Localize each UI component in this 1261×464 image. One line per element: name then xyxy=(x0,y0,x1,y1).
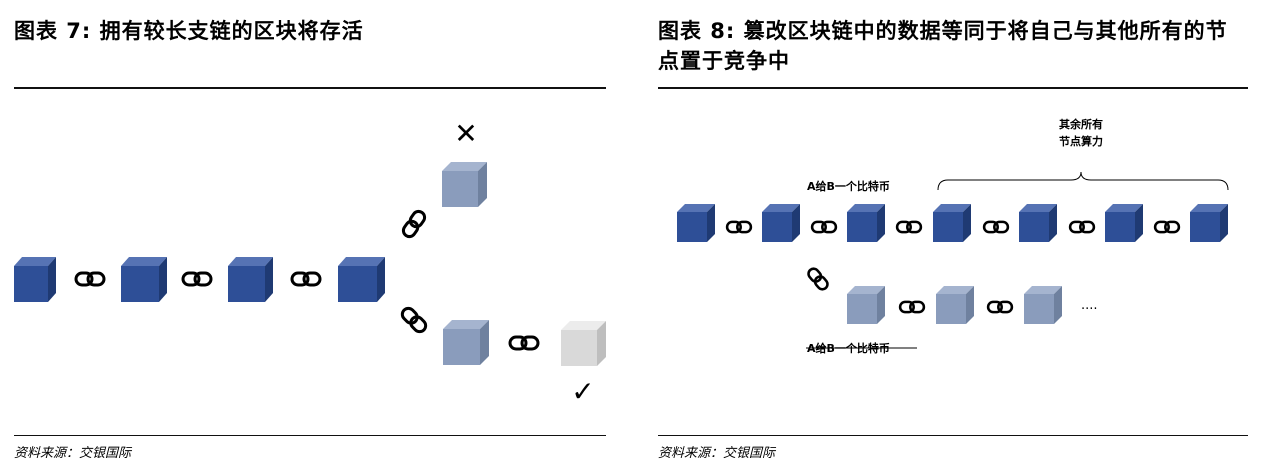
brace-label-line2: 节点算力 xyxy=(1059,134,1103,148)
main-block xyxy=(847,204,885,242)
figure-8-source: 资料来源：交银国际 xyxy=(658,446,776,461)
chain-link-icon xyxy=(725,220,753,234)
fork-block xyxy=(847,286,885,324)
main-block xyxy=(338,257,385,302)
main-block xyxy=(677,204,715,242)
brace-label-line1: 其余所有 xyxy=(1059,117,1103,131)
chain-link-icon xyxy=(810,220,838,234)
fork-block xyxy=(1024,286,1062,324)
candidate-block xyxy=(561,321,606,366)
fork-block xyxy=(936,286,974,324)
chain-link-icon xyxy=(898,300,926,314)
continuation-ellipsis: .... xyxy=(1081,298,1098,313)
figure-7-source: 资料来源：交银国际 xyxy=(14,446,132,461)
main-block xyxy=(933,204,971,242)
main-block xyxy=(1190,204,1228,242)
main-block xyxy=(228,257,273,302)
accepted-check-icon: ✓ xyxy=(571,375,594,408)
figure-7-top-rule xyxy=(14,87,606,89)
chain-link-icon xyxy=(1153,220,1181,234)
fork-block xyxy=(443,320,489,365)
main-block xyxy=(762,204,800,242)
chain-link-icon xyxy=(982,220,1010,234)
main-block xyxy=(121,257,167,302)
chain-link-icon xyxy=(1068,220,1096,234)
rejected-cross-icon: ✕ xyxy=(454,117,477,150)
figure-8-title: 图表 8: 篡改区块链中的数据等同于将自己与其他所有的节点置于竞争中 xyxy=(658,19,1228,73)
figure-7-bottom-rule xyxy=(14,435,606,436)
chain-link-icon xyxy=(986,300,1014,314)
fork-chain-label-group: A给B一个比特币 xyxy=(806,341,917,355)
figure-8-bottom-rule xyxy=(658,435,1248,436)
main-block xyxy=(1105,204,1143,242)
main-chain-label: A给B一个比特币 xyxy=(807,179,890,193)
fork-block xyxy=(442,162,487,207)
curly-brace-icon xyxy=(937,171,1229,191)
chain-link-icon xyxy=(805,265,831,293)
main-block xyxy=(14,257,56,302)
figure-8-top-rule xyxy=(658,87,1248,89)
chain-link-icon xyxy=(895,220,923,234)
figure-7-title: 图表 7: 拥有较长支链的区块将存活 xyxy=(14,19,364,43)
main-block xyxy=(1019,204,1057,242)
